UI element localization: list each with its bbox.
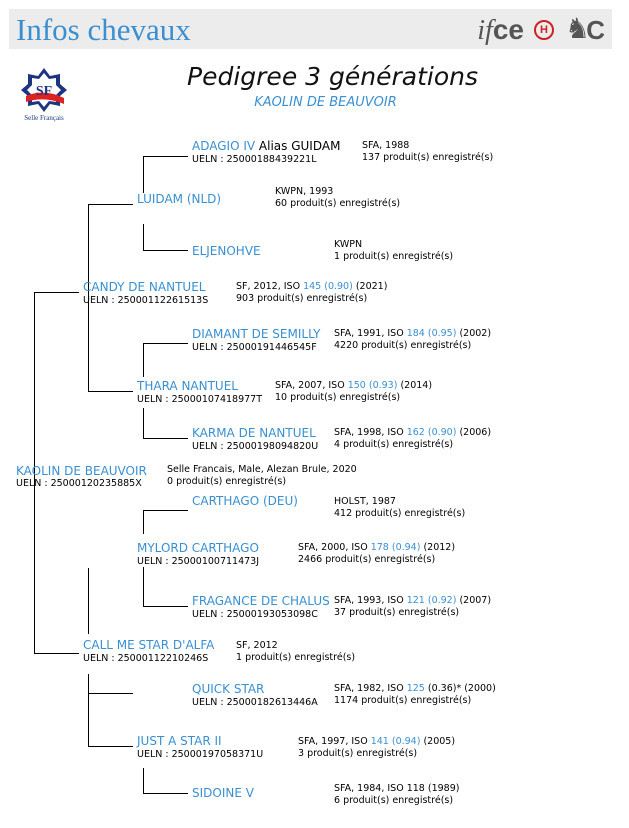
tree-line	[143, 343, 188, 344]
horse-name-link[interactable]: CALL ME STAR D'ALFA	[83, 638, 215, 652]
tree-line	[143, 567, 144, 606]
subject-horse-name[interactable]: KAOLIN DE BEAUVOIR	[16, 464, 147, 478]
horse-info: SFA, 2000, ISO 178 (0.94) (2012)2466 pro…	[298, 542, 456, 565]
tree-line	[143, 250, 188, 251]
horse-info: SFA, 1982, ISO 125 (0.36)* (2000)1174 pr…	[334, 683, 496, 706]
horse-name-link[interactable]: ADAGIO IV Alias GUIDAM	[192, 139, 341, 153]
horse-info: Selle Francais, Male, Alezan Brule, 2020…	[167, 464, 357, 487]
horse-name-link[interactable]: QUICK STAR	[192, 682, 265, 696]
ueln: UELN : 25000193053098C	[192, 609, 318, 620]
tree-line	[143, 606, 188, 607]
ueln: UELN : 25000198094820U	[192, 441, 319, 452]
ueln: UELN : 25000191446545F	[192, 342, 317, 353]
tree-line	[88, 693, 133, 694]
ueln: UELN : 25000112261513S	[83, 295, 209, 306]
ueln: UELN : 25000112210246S	[83, 653, 209, 664]
tree-line	[34, 292, 79, 293]
tree-line	[143, 408, 144, 438]
horse-info: SFA, 1984, ISO 118 (1989)6 produit(s) en…	[334, 783, 460, 806]
horse-info: SFA, 1998, ISO 162 (0.90) (2006)4 produi…	[334, 427, 492, 450]
horse-info: SFA, 1993, ISO 121 (0.92) (2007)37 produ…	[334, 595, 492, 618]
horse-name-link[interactable]: ELJENOHVE	[192, 244, 261, 258]
ueln: UELN : 25000188439221L	[192, 154, 317, 165]
horse-name-link[interactable]: CARTHAGO (DEU)	[192, 494, 298, 508]
horse-name-link[interactable]: LUIDAM (NLD)	[137, 192, 222, 206]
ifce-logo[interactable]: ifce	[477, 14, 524, 46]
tree-line	[34, 653, 79, 654]
horse-info: SFA, 1991, ISO 184 (0.95) (2002)4220 pro…	[334, 328, 492, 351]
tree-line	[88, 568, 89, 634]
horse-name-link[interactable]: JUST A STAR II	[137, 734, 222, 748]
tree-line	[88, 204, 89, 391]
ueln: UELN : 25000100711473J	[137, 556, 260, 567]
ueln: UELN : 25000182613446A	[192, 697, 318, 708]
tree-line	[143, 510, 188, 511]
horse-name-link[interactable]: MYLORD CARTHAGO	[137, 541, 259, 555]
tree-line	[143, 768, 144, 793]
horse-name-link[interactable]: CANDY DE NANTUEL	[83, 280, 206, 294]
tree-line	[143, 793, 188, 794]
tree-line	[88, 204, 133, 205]
horse-name-link[interactable]: DIAMANT DE SEMILLY	[192, 327, 321, 341]
horse-icon: ♞	[564, 12, 590, 45]
horse-name-link[interactable]: SIDOINE V	[192, 786, 254, 800]
horse-name-subtitle: KAOLIN DE BEAUVOIR	[254, 95, 397, 110]
ueln: UELN : 25000107418977T	[137, 394, 263, 405]
header-title: Infos chevaux	[16, 12, 191, 47]
ueln: UELN : 25000197058371U	[137, 749, 264, 760]
horse-name-link[interactable]: FRAGANCE DE CHALUS	[192, 594, 330, 608]
horse-info: SF, 2012, ISO 145 (0.90) (2021)903 produ…	[236, 281, 388, 304]
tree-line	[143, 224, 144, 250]
tree-line	[34, 292, 35, 653]
svg-text:SF: SF	[36, 84, 52, 99]
horse-info: SFA, 2007, ISO 150 (0.93) (2014)10 produ…	[275, 380, 433, 403]
horse-info: SFA, 1997, ISO 141 (0.94) (2005)3 produi…	[298, 736, 456, 759]
tree-line	[88, 674, 89, 746]
header-bar: Infos chevaux ifce H ♞ C	[9, 9, 612, 49]
haras-logo-icon: H	[534, 20, 554, 40]
page-title: Pedigree 3 générations	[187, 62, 478, 91]
sf-logo-caption: Selle Français	[24, 114, 64, 122]
tree-line	[143, 156, 144, 193]
horse-name-link[interactable]: KARMA DE NANTUEL	[192, 426, 316, 440]
c-logo: C	[586, 15, 605, 45]
selle-francais-logo-icon: SF	[21, 68, 67, 112]
ueln: UELN : 25000120235885X	[16, 478, 142, 489]
horse-name-link[interactable]: THARA NANTUEL	[137, 379, 238, 393]
tree-line	[143, 510, 144, 534]
tree-line	[88, 746, 133, 747]
tree-line	[143, 343, 144, 377]
tree-line	[143, 438, 188, 439]
tree-line	[88, 391, 133, 392]
tree-line	[143, 156, 188, 157]
